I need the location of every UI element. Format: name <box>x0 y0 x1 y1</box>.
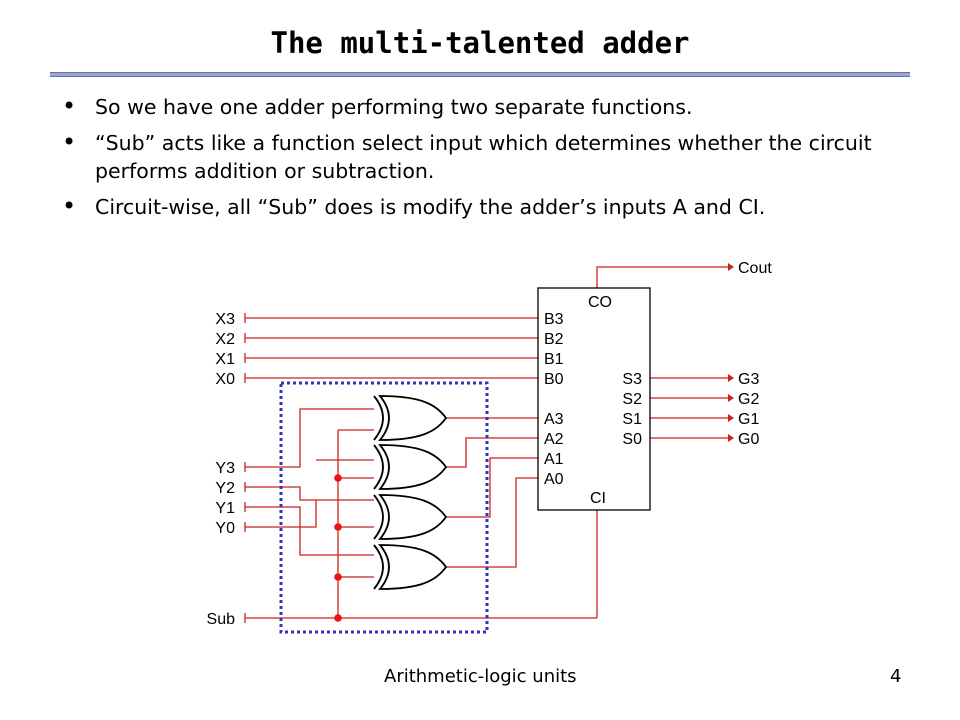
input-label-x: X2 <box>215 331 235 348</box>
xor-gate <box>373 494 448 540</box>
page-number: 4 <box>890 666 902 687</box>
input-label-y: Y0 <box>215 520 235 537</box>
input-label-y: Y1 <box>215 500 235 517</box>
adder-pin-ci: CI <box>590 490 606 507</box>
bullet-text-1: So we have one adder performing two sepa… <box>95 95 693 119</box>
output-label-g: G2 <box>738 391 759 408</box>
xor-group-box <box>279 381 489 634</box>
input-label-x: X1 <box>215 351 235 368</box>
input-label-y: Y3 <box>215 460 235 477</box>
adder-pin-label: B0 <box>544 371 564 388</box>
xor-gate <box>373 444 448 490</box>
output-label-cout: Cout <box>738 260 772 277</box>
adder-block <box>537 287 651 511</box>
bullet-marker: • <box>62 128 77 156</box>
adder-pin-label: S1 <box>622 411 642 428</box>
bullet-marker: • <box>62 192 77 220</box>
adder-pin-label: B3 <box>544 311 564 328</box>
adder-pin-label: A1 <box>544 451 564 468</box>
adder-pin-label: A2 <box>544 431 564 448</box>
adder-pin-label: A0 <box>544 471 564 488</box>
input-label-x: X0 <box>215 371 235 388</box>
xor-gate <box>373 544 448 590</box>
slide-title: The multi-talented adder <box>270 26 690 60</box>
bullet-marker: • <box>62 92 77 120</box>
output-label-g: G3 <box>738 371 759 388</box>
wires <box>245 266 728 619</box>
output-label-g: G0 <box>738 431 759 448</box>
input-label-x: X3 <box>215 311 235 328</box>
adder-pin-label: B2 <box>544 331 564 348</box>
footer-title: Arithmetic-logic units <box>384 666 577 687</box>
adder-pin-label: A3 <box>544 411 564 428</box>
adder-pin-co: CO <box>588 294 612 311</box>
title-underline <box>50 72 910 77</box>
junction-dots <box>334 474 342 622</box>
adder-pin-label: B1 <box>544 351 564 368</box>
adder-pin-label: S2 <box>622 391 642 408</box>
output-label-g: G1 <box>738 411 759 428</box>
xor-gate <box>373 395 448 441</box>
input-label-y: Y2 <box>215 480 235 497</box>
bullet-text-2: “Sub” acts like a function select input … <box>95 131 872 183</box>
input-label-sub: Sub <box>207 611 236 628</box>
adder-pin-label: S0 <box>622 431 642 448</box>
adder-pin-label: S3 <box>622 371 642 388</box>
xor-gates <box>373 395 448 590</box>
bullet-text-3: Circuit-wise, all “Sub” does is modify t… <box>95 195 766 219</box>
output-arrows <box>728 263 734 442</box>
